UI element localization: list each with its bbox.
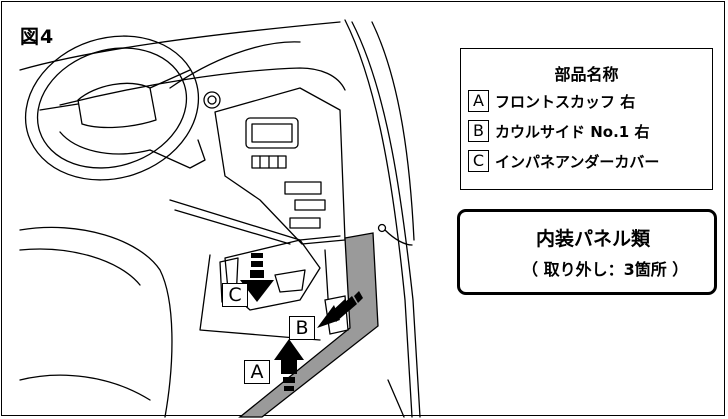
arrow-a-icon [274,339,304,391]
a-pillar [344,19,413,418]
arrow-b-icon [317,291,363,328]
arrow-c-icon [240,253,274,302]
part-name: カウルサイド No.1 右 [495,122,650,141]
part-name: インパネアンダーカバー [495,152,660,171]
front-scuff-highlight [238,232,379,418]
part-letter: A [468,90,489,112]
parts-legend-title: 部品名称 [554,65,619,84]
parts-legend: 部品名称 A フロントスカッフ 右 B カウルサイド No.1 右 C インパネ… [460,48,713,190]
interior-panel-note: 内装パネル類 （ 取り外し：3箇所 ） [457,209,717,295]
interior-panel-subtitle: （ 取り外し：3箇所 ） [522,260,689,279]
parts-legend-item-c: C インパネアンダーカバー [468,149,659,173]
callout-c: C [222,283,248,307]
part-letter: B [468,120,489,142]
steering-wheel [24,35,200,181]
callout-a: A [244,360,270,384]
callout-b: B [289,316,315,340]
center-console [214,87,346,245]
part-letter: C [468,150,489,172]
dashboard-outline [59,67,346,106]
parts-legend-item-a: A フロントスカッフ 右 [468,89,635,113]
part-name: フロントスカッフ 右 [495,92,636,111]
interior-panel-title: 内装パネル類 [536,228,651,250]
parts-legend-item-b: B カウルサイド No.1 右 [468,119,649,143]
seat [19,226,173,418]
figure-label: 図4 [20,26,55,48]
